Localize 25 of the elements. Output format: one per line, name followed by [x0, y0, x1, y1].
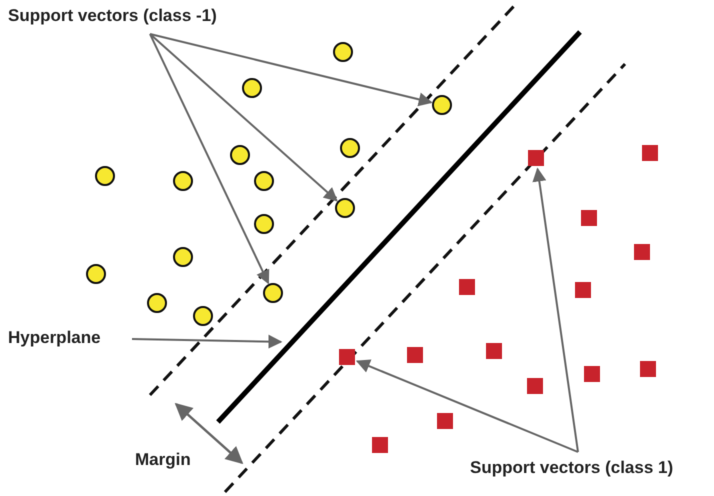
- data-point: [581, 210, 597, 226]
- data-point: [642, 145, 658, 161]
- annotation-label: Support vectors (class 1): [470, 458, 674, 478]
- leader-arrow: [532, 168, 579, 452]
- leader-arrow: [150, 33, 433, 106]
- data-point: [634, 244, 650, 260]
- data-point: [95, 166, 115, 186]
- data-point: [173, 247, 193, 267]
- data-point: [147, 293, 167, 313]
- data-point: [584, 366, 600, 382]
- data-point: [575, 282, 591, 298]
- data-point: [640, 361, 656, 377]
- data-point: [193, 306, 213, 326]
- dimension-label: Margin: [135, 450, 191, 470]
- annotation-label: Hyperplane: [8, 328, 101, 348]
- leader-arrow: [149, 34, 270, 284]
- data-point: [372, 437, 388, 453]
- leader-arrow: [149, 33, 338, 202]
- leader-arrow: [356, 360, 578, 453]
- data-point: [86, 264, 106, 284]
- leader-arrow: [132, 334, 282, 349]
- data-point: [173, 171, 193, 191]
- hyperplane-line: [216, 30, 582, 424]
- data-point: [437, 413, 453, 429]
- annotation-label: Support vectors (class -1): [8, 6, 217, 26]
